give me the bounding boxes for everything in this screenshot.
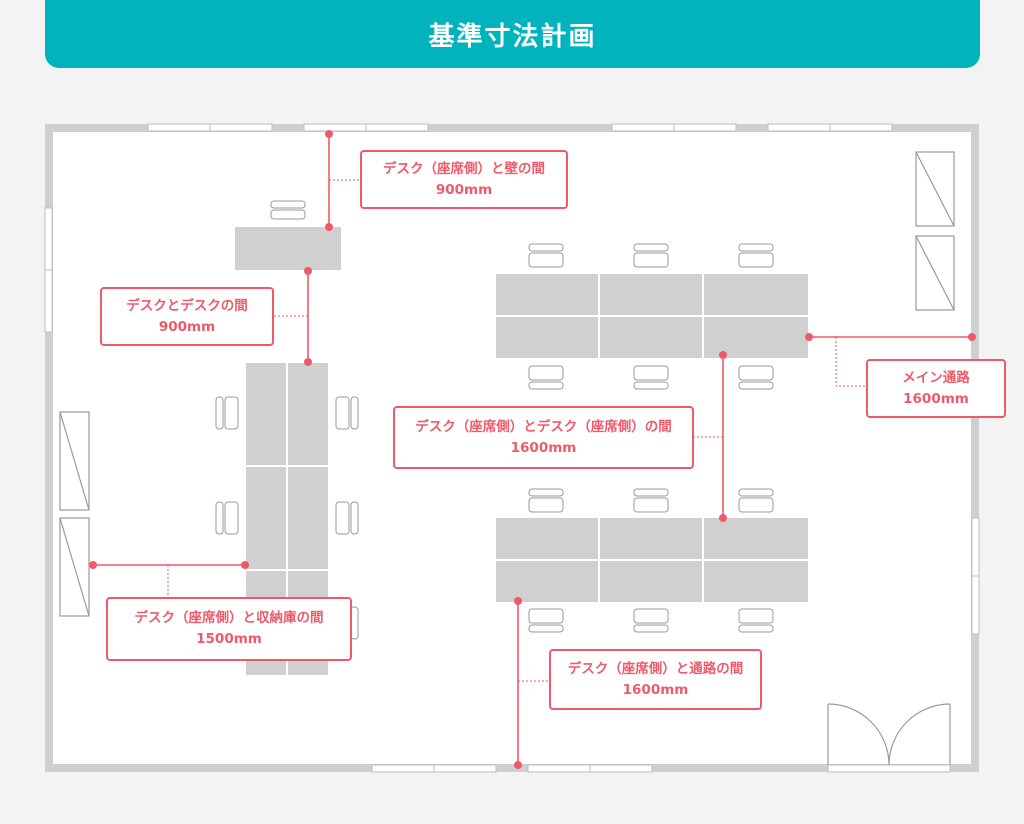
- callout-desk-desk: デスクとデスクの間 900mm: [100, 287, 274, 346]
- entrance-door: [827, 703, 951, 766]
- dimension-endpoints: [89, 130, 976, 769]
- callout-value: 900mm: [158, 318, 216, 335]
- callout-value: 1600mm: [510, 439, 577, 456]
- callout-desk-wall: デスク（座席側）と壁の間 900mm: [360, 150, 568, 209]
- callout-label: デスク（座席側）と通路の間: [567, 660, 744, 677]
- title-banner: 基準寸法計画: [45, 0, 980, 68]
- callout-value: 1500mm: [196, 631, 262, 647]
- room-walls: [45, 124, 979, 772]
- callout-label: デスク（座席側）と壁の間: [383, 160, 545, 177]
- callout-seat-seat: デスク（座席側）とデスク（座席側）の間 1600mm: [393, 406, 694, 469]
- windows: [44, 123, 980, 773]
- callout-seat-storage: デスク（座席側）と収納庫の間 1500mm: [106, 597, 352, 661]
- page-title: 基準寸法計画: [428, 21, 597, 52]
- callout-value: 900mm: [435, 181, 493, 198]
- callout-main-aisle: メイン通路 1600mm: [866, 359, 1006, 418]
- desks: [233, 225, 810, 677]
- leader-lines: [167, 179, 866, 682]
- callout-label: デスクとデスクの間: [126, 297, 248, 314]
- callout-label: デスク（座席側）とデスク（座席側）の間: [415, 418, 672, 435]
- callout-value: 1600mm: [903, 390, 969, 407]
- storage-cabinets: [59, 151, 955, 617]
- callout-value: 1600mm: [622, 681, 689, 698]
- callout-label: メイン通路: [902, 369, 970, 386]
- callout-label: デスク（座席側）と収納庫の間: [134, 610, 324, 626]
- callout-seat-aisle: デスク（座席側）と通路の間 1600mm: [549, 649, 762, 710]
